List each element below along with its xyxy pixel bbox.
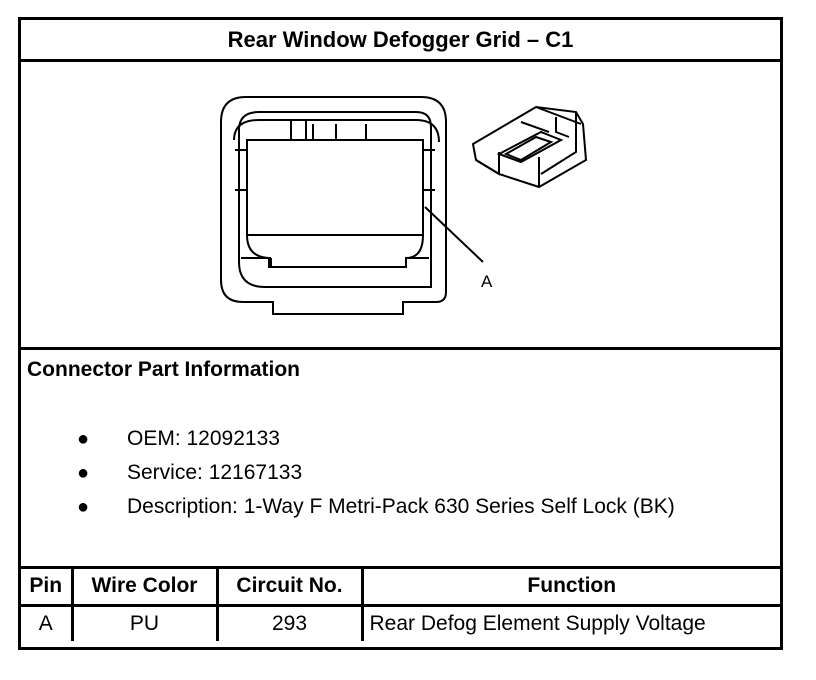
- cell-circuit: 293: [215, 603, 364, 641]
- table-row: A PU 293 Rear Defog Element Supply Volta…: [21, 603, 780, 641]
- cell-pin: A: [21, 603, 74, 641]
- header-circuit-no: Circuit No.: [215, 569, 364, 607]
- header-pin: Pin: [21, 569, 74, 607]
- connector-sheet: Rear Window Defogger Grid – C1: [18, 17, 783, 650]
- header-function: Function: [360, 569, 780, 607]
- list-item: ● Service: 12167133: [21, 456, 675, 490]
- connector-diagram: A: [220, 96, 588, 315]
- cell-wire-color: PU: [70, 603, 219, 641]
- pin-table: Pin Wire Color Circuit No. Function A PU…: [21, 569, 780, 641]
- header-wire-color: Wire Color: [70, 569, 219, 607]
- bullet-icon: ●: [77, 428, 90, 450]
- callout-label-a: A: [481, 272, 493, 291]
- cell-function: Rear Defog Element Supply Voltage: [360, 603, 780, 641]
- connector-figure: A: [21, 62, 780, 350]
- connector-info-list: ● OEM: 12092133 ● Service: 12167133 ● Descr…: [21, 422, 675, 524]
- connector-info-heading: Connector Part Information: [27, 358, 301, 381]
- table-header-row: Pin Wire Color Circuit No. Function: [21, 569, 780, 607]
- connector-isometric-drawing: [471, 105, 588, 189]
- page-title: Rear Window Defogger Grid – C1: [21, 20, 780, 62]
- list-item: ● Description: 1-Way F Metri-Pack 630 Ser…: [21, 490, 675, 524]
- bullet-icon: ●: [77, 496, 90, 518]
- bullet-icon: ●: [77, 462, 90, 484]
- service-part-number: Service: 12167133: [127, 461, 303, 484]
- connector-part-info: Connector Part Information ● OEM: 1209213…: [21, 350, 780, 569]
- list-item: ● OEM: 12092133: [21, 422, 675, 456]
- connector-description: Description: 1-Way F Metri-Pack 630 Seri…: [127, 495, 675, 518]
- oem-part-number: OEM: 12092133: [127, 427, 280, 450]
- callout-leader-line: [424, 206, 484, 263]
- connector-face-drawing: [220, 96, 447, 315]
